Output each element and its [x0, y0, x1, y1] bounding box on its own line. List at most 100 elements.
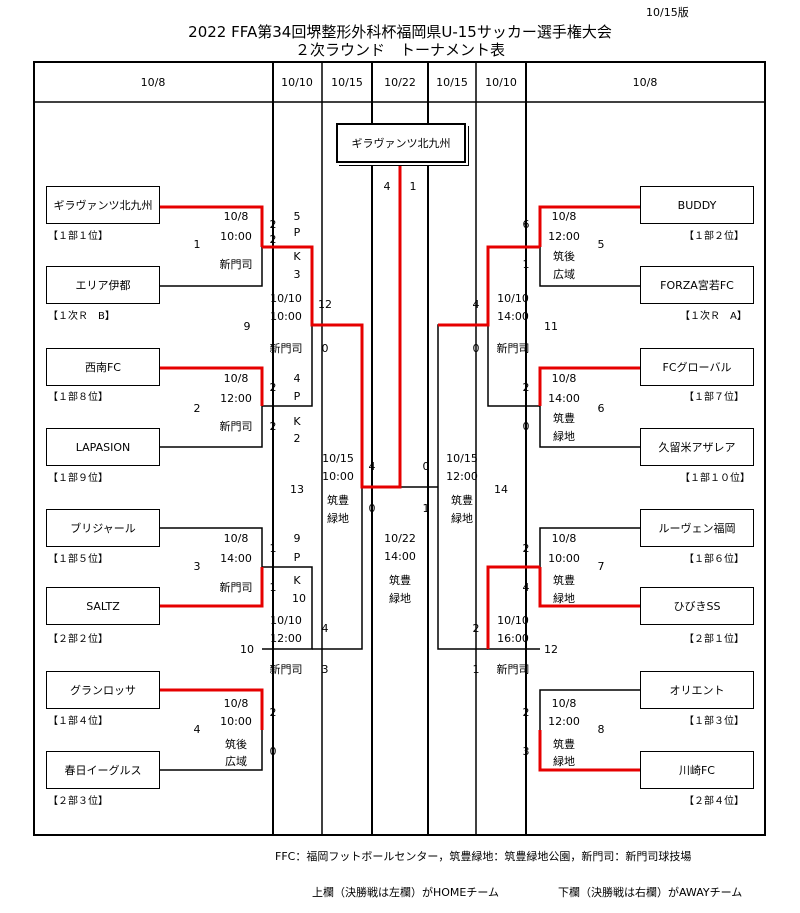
match-venue: 筑後 — [553, 250, 575, 263]
date-right-r2: 10/10 — [485, 76, 517, 89]
pk-label: P — [293, 551, 301, 564]
seed-left-5: 【１部５位】 — [48, 554, 108, 565]
team-left-7: グランロッサ — [46, 671, 160, 709]
match-date: 10/8 — [223, 532, 249, 545]
footer-away: 下欄（決勝戦は右欄）がAWAYチーム — [558, 886, 743, 899]
seed-left-6: 【２部２位】 — [48, 634, 108, 645]
match-venue: 新門司 — [219, 420, 253, 433]
match-date: 10/8 — [551, 532, 577, 545]
match-number: 5 — [597, 238, 605, 251]
score: 3 — [321, 663, 329, 676]
match-date: 10/8 — [223, 697, 249, 710]
pk-label: P — [293, 226, 301, 239]
match-venue: 筑豊 — [553, 412, 575, 425]
match-time: 14:00 — [548, 392, 580, 405]
score: 12 — [318, 298, 332, 311]
match-venue: 筑後 — [225, 738, 247, 751]
match-number: 9 — [243, 320, 251, 333]
team-left-5: ブリジャール — [46, 509, 160, 547]
seed-left-3: 【１部８位】 — [48, 392, 108, 403]
date-left-sf: 10/15 — [331, 76, 363, 89]
match-time: 12:00 — [446, 470, 478, 483]
match-number: 6 — [597, 402, 605, 415]
match-number: 8 — [597, 723, 605, 736]
match-date: 10/8 — [223, 372, 249, 385]
seed-right-2: 【１次Ｒ A】 — [680, 311, 747, 322]
match-time: 10:00 — [322, 470, 354, 483]
match-time: 12:00 — [270, 632, 302, 645]
pk-label: K — [293, 574, 301, 587]
seed-right-3: 【１部７位】 — [684, 392, 744, 403]
final-venue: 緑地 — [389, 592, 411, 605]
score: 3 — [522, 745, 530, 758]
score: 2 — [269, 233, 277, 246]
pk-label: P — [293, 390, 301, 403]
team-left-2: エリア伊都 — [46, 266, 160, 304]
match-date: 10/10 — [497, 614, 529, 627]
date-left-r2: 10/10 — [281, 76, 313, 89]
match-venue: 緑地 — [553, 755, 575, 768]
match-date: 10/8 — [551, 697, 577, 710]
score: 0 — [472, 342, 480, 355]
score: 0 — [422, 460, 430, 473]
final-score-right: 1 — [409, 180, 417, 193]
match-number: 7 — [597, 560, 605, 573]
match-number: 12 — [544, 643, 558, 656]
seed-left-4: 【１部９位】 — [48, 473, 108, 484]
score: 2 — [269, 218, 277, 231]
score: 2 — [522, 706, 530, 719]
match-venue: 新門司 — [219, 581, 253, 594]
match-venue: 筑豊 — [553, 574, 575, 587]
match-time: 14:00 — [220, 552, 252, 565]
match-venue: 広域 — [225, 755, 247, 768]
team-left-4: LAPASION — [46, 428, 160, 466]
pk-score: 5 — [293, 210, 301, 223]
match-time: 12:00 — [220, 392, 252, 405]
score: 4 — [472, 298, 480, 311]
score: 2 — [269, 381, 277, 394]
match-time: 10:00 — [270, 310, 302, 323]
seed-right-5: 【１部６位】 — [684, 554, 744, 565]
score: 4 — [368, 460, 376, 473]
champion-box: ギラヴァンツ北九州 — [336, 123, 466, 163]
match-number: 13 — [290, 483, 304, 496]
team-right-4: 久留米アザレア — [640, 428, 754, 466]
match-number: 1 — [193, 238, 201, 251]
date-right-r1: 10/8 — [632, 76, 658, 89]
seed-left-8: 【２部３位】 — [48, 796, 108, 807]
team-left-3: 西南FC — [46, 348, 160, 386]
score: 4 — [522, 581, 530, 594]
pk-score: 3 — [293, 268, 301, 281]
score: 6 — [522, 218, 530, 231]
final-time: 14:00 — [384, 550, 416, 563]
score: 2 — [472, 622, 480, 635]
team-right-6: ひびきSS — [640, 587, 754, 625]
match-venue: 新門司 — [269, 663, 303, 676]
match-time: 12:00 — [548, 715, 580, 728]
team-left-8: 春日イーグルス — [46, 751, 160, 789]
pk-label: K — [293, 415, 301, 428]
page-title: 2022 FFA第34回堺整形外科杯福岡県U-15サッカー選手権大会 — [188, 23, 612, 41]
match-venue: 新門司 — [219, 258, 253, 271]
match-number: 2 — [193, 402, 201, 415]
match-number: 10 — [240, 643, 254, 656]
footer-home: 上欄（決勝戦は左欄）がHOMEチーム — [312, 886, 500, 899]
pk-score: 10 — [292, 592, 306, 605]
match-time: 16:00 — [497, 632, 529, 645]
match-number: 3 — [193, 560, 201, 573]
team-right-7: オリエント — [640, 671, 754, 709]
score: 4 — [321, 622, 329, 635]
team-right-1: BUDDY — [640, 186, 754, 224]
match-venue: 筑豊 — [327, 494, 349, 507]
score: 2 — [269, 706, 277, 719]
team-right-2: FORZA宮若FC — [640, 266, 754, 304]
match-date: 10/8 — [223, 210, 249, 223]
seed-right-1: 【１部２位】 — [684, 231, 744, 242]
date-right-sf: 10/15 — [436, 76, 468, 89]
match-time: 10:00 — [220, 230, 252, 243]
match-venue: 緑地 — [451, 512, 473, 525]
pk-label: K — [293, 250, 301, 263]
team-right-5: ルーヴェン福岡 — [640, 509, 754, 547]
match-venue: 新門司 — [269, 342, 303, 355]
match-time: 14:00 — [497, 310, 529, 323]
